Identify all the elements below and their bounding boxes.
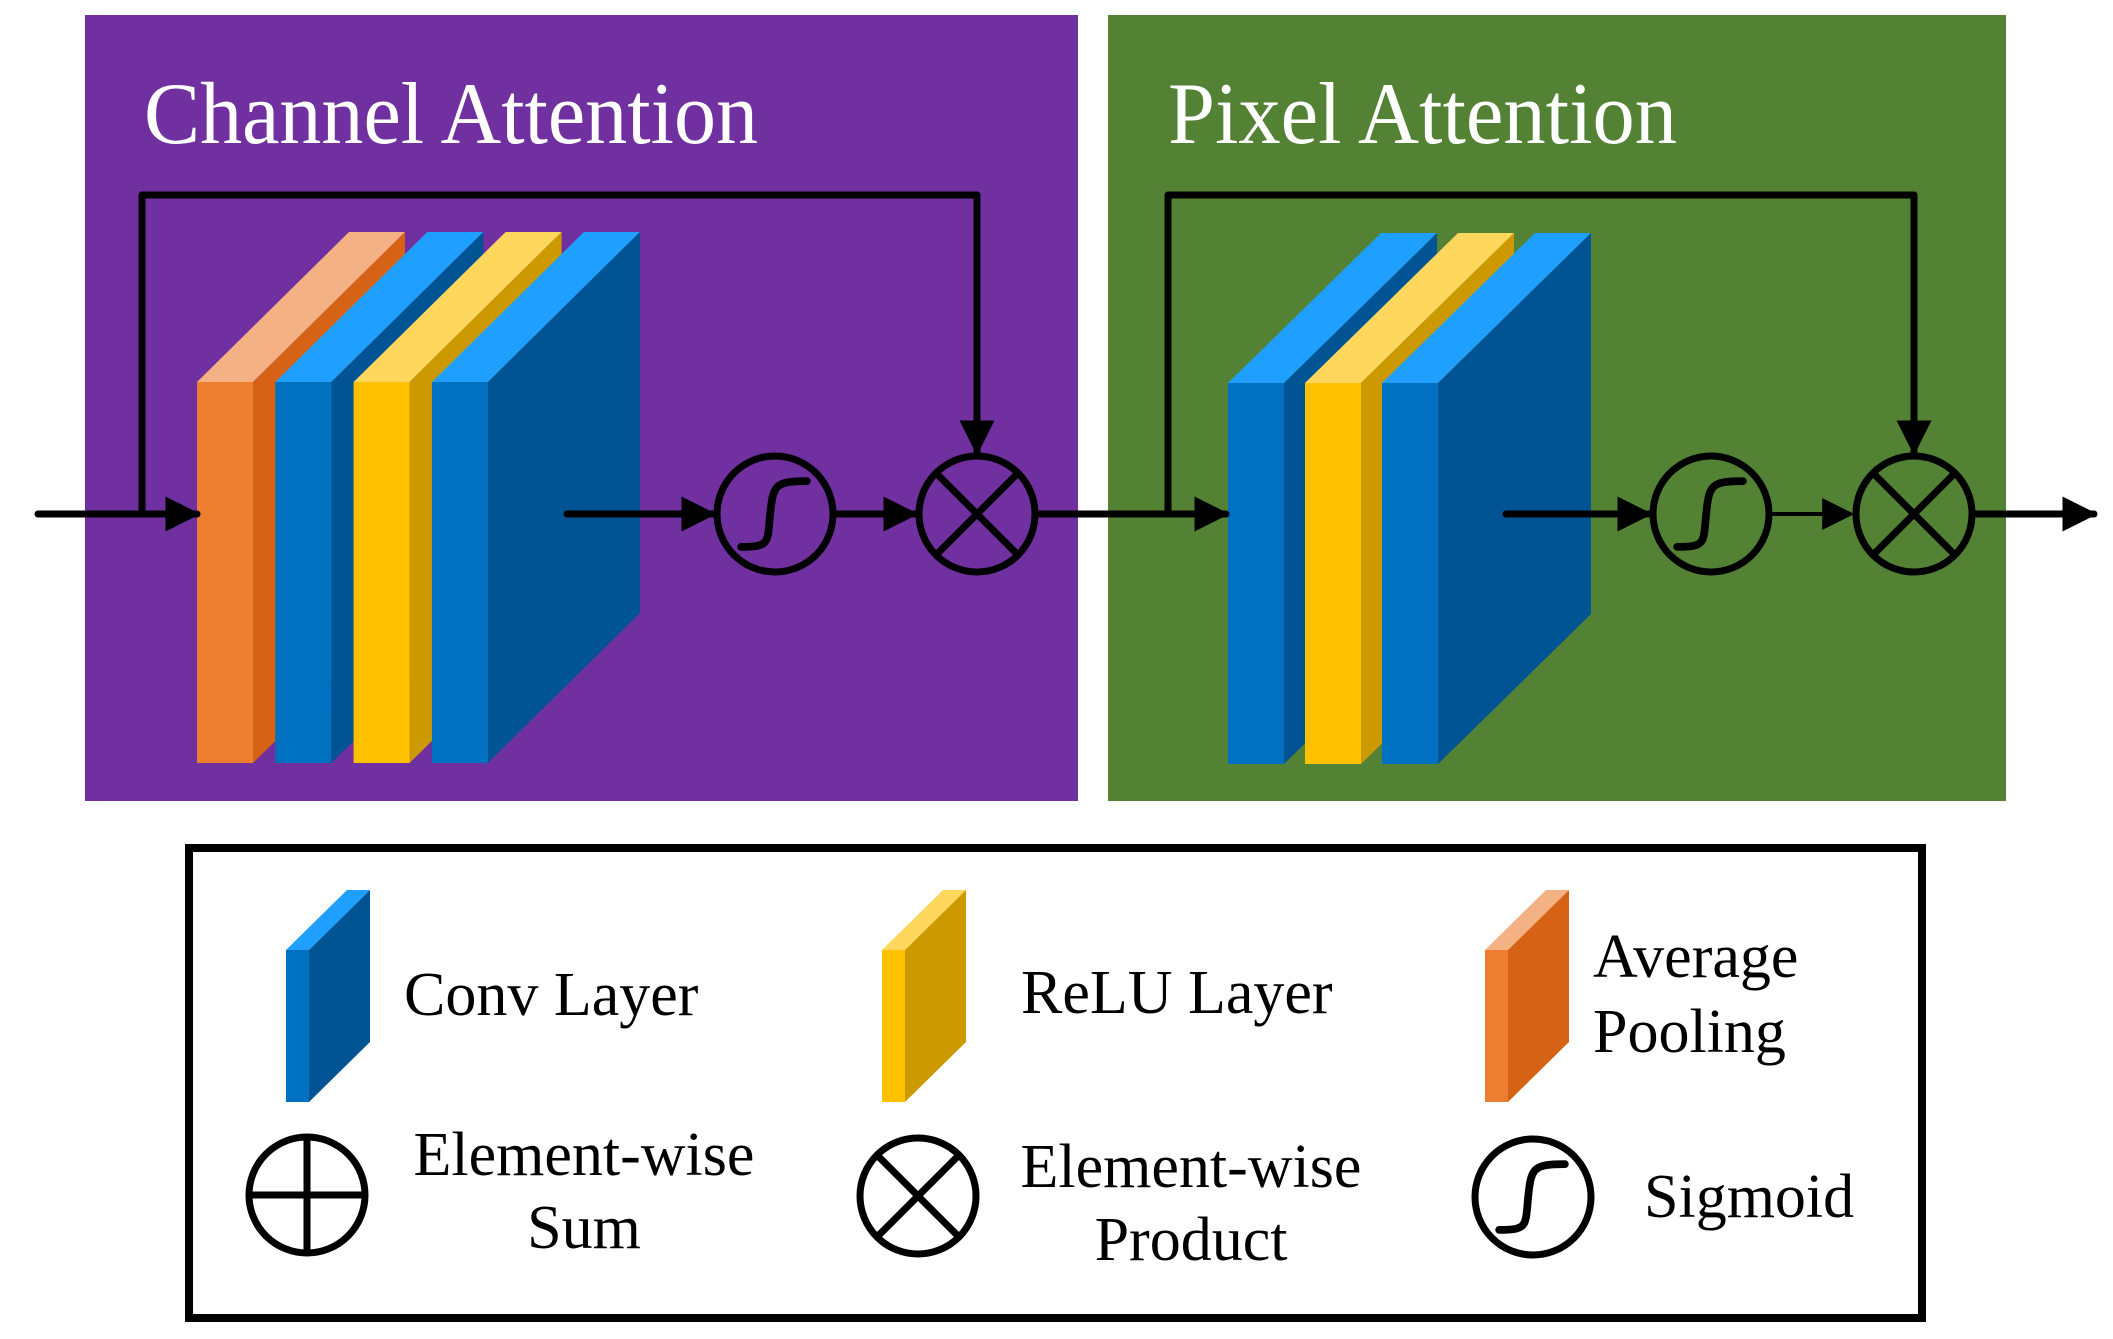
conv-legend-icon-side-face [309,890,370,1102]
conv-layer-side-face [1438,233,1591,764]
sigmoid-legend-icon [1471,1135,1595,1259]
legend-item-conv: Conv Layer [286,890,699,1102]
conv-legend-icon-front-face [286,950,309,1102]
average-pooling-layer-top-face [197,232,405,382]
sigmoid-icon-ring [713,452,837,576]
product-icon [1852,452,1976,576]
product-icon-cross-b [1870,470,1958,558]
conv-layer [431,232,640,763]
legend-item-sigmoid: Sigmoid [1471,1135,1854,1259]
conv-layer-side-face [487,232,640,763]
relu-layer-front-face [1305,383,1361,764]
pool-legend-icon-front-face [1485,950,1508,1102]
pixel-attention-connections [1033,191,2098,532]
legend-label: Average [1593,923,1798,991]
conv-legend-icon [286,890,370,1102]
conv-layer-front-face [275,382,332,763]
pool-legend-icon [1485,890,1569,1102]
product-legend-icon-cross-b [874,1152,962,1240]
legend-items: Conv Layer ReLU Layer AveragePoolingElemen… [245,890,1854,1274]
skip-connection-line [138,191,981,518]
sigmoid-legend-icon-ring [1471,1135,1595,1259]
conv-layer [1382,233,1591,764]
pool-legend-icon-side-face [1508,890,1569,1102]
legend-label: Sum [527,1194,641,1262]
legend-border [185,844,1926,1322]
conv-layer-front-face [1382,383,1438,764]
pixel-attention-layer-stack [1228,233,1591,764]
legend-label: Element-wise [1021,1133,1362,1201]
channel-attention-connections [34,191,995,532]
sigmoid-icon-ring [1649,452,1773,576]
legend-item-relu: ReLU Layer [882,890,1333,1102]
channel-attention-title: Channel Attention [144,66,758,163]
conv-layer-top-face [1382,233,1591,383]
sigmoid-icon-curve [737,477,811,551]
legend-label: Product [1095,1206,1288,1274]
average-pooling-layer-front-face [197,382,253,763]
legend-label: Element-wise [414,1121,755,1189]
legend-label: Pooling [1593,998,1786,1066]
relu-layer-top-face [353,232,562,382]
pool-legend-icon-top-face [1485,890,1569,950]
legend-label: ReLU Layer [1021,959,1333,1027]
legend-label: Conv Layer [404,961,699,1029]
conv-layer-top-face [275,232,484,382]
channel-attention-block: Channel Attention [34,15,1078,801]
relu-legend-icon-front-face [882,950,905,1102]
relu-legend-icon [882,890,966,1102]
conv-layer-front-face [431,382,488,763]
sum-legend-icon [245,1133,369,1257]
product-legend-icon [856,1134,980,1258]
pixel-attention-block: Pixel Attention [1033,15,2098,801]
relu-legend-icon-side-face [905,890,966,1102]
sigmoid-icon [1649,452,1773,576]
legend-label: Sigmoid [1644,1163,1854,1231]
pixel-attention-title: Pixel Attention [1168,66,1677,163]
sigmoid-icon-curve [1673,477,1747,551]
product-icon-ring [1852,452,1976,576]
relu-layer-front-face [353,382,410,763]
sigmoid-icon [713,452,837,576]
conv-layer-top-face [431,232,640,382]
skip-connection-line [1164,191,1918,518]
product-legend-icon-ring [856,1134,980,1258]
relu-legend-icon-top-face [882,890,966,950]
conv-legend-icon-top-face [286,890,370,950]
conv-layer-top-face [1228,233,1437,383]
product-icon-cross-b [933,470,1021,558]
legend: Conv Layer ReLU Layer AveragePoolingElemen… [185,844,1926,1322]
sigmoid-legend-icon-curve [1495,1160,1569,1234]
channel-attention-layer-stack [197,232,640,763]
conv-layer-front-face [1228,383,1284,764]
relu-layer-top-face [1305,233,1514,383]
pixel-attention-operators [1649,452,1976,576]
